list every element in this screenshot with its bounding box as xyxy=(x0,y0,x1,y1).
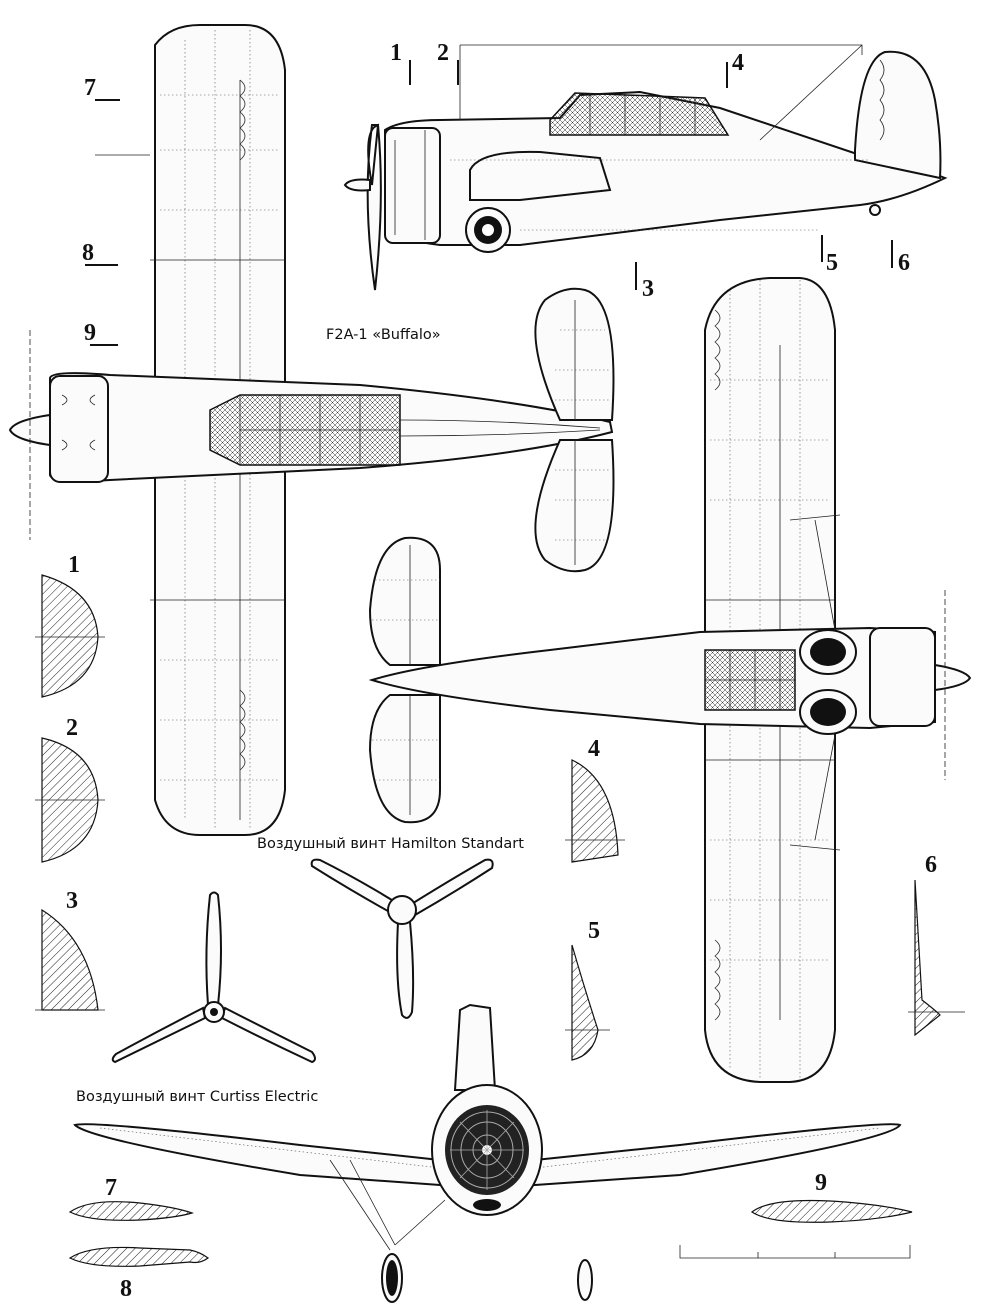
station-label-4: 4 xyxy=(732,50,744,76)
section-9 xyxy=(750,1199,913,1223)
section-4 xyxy=(571,759,619,863)
section-label-1: 1 xyxy=(68,552,80,578)
station-label-9: 9 xyxy=(84,320,96,346)
section-5 xyxy=(571,944,599,1061)
caption-curtiss-propeller: Воздушный винт Curtiss Electric xyxy=(76,1089,318,1105)
station-label-7: 7 xyxy=(84,75,96,101)
propeller-hamilton-hub xyxy=(387,895,417,925)
caption-hamilton-propeller: Воздушный винт Hamilton Standart xyxy=(257,836,524,852)
station-label-8: 8 xyxy=(82,240,94,266)
side-view xyxy=(343,44,948,291)
section-labels: 1 2 3 4 5 6 7 8 9 xyxy=(66,552,937,1302)
section-label-7: 7 xyxy=(105,1175,117,1201)
drawing-title: F2A-1 «Buffalo» xyxy=(326,327,441,343)
propeller-hamilton xyxy=(310,858,494,1019)
side-view-propeller xyxy=(366,123,382,291)
section-label-8: 8 xyxy=(120,1276,132,1302)
propeller-curtiss xyxy=(111,891,316,1064)
top-view-stabilizer xyxy=(534,287,615,421)
sections xyxy=(35,574,965,1267)
station-label-3: 3 xyxy=(642,276,654,302)
side-view-fin xyxy=(854,50,942,180)
section-label-3: 3 xyxy=(66,888,78,914)
station-label-2: 2 xyxy=(437,40,449,66)
side-view-canopy xyxy=(549,92,730,136)
section-label-2: 2 xyxy=(66,715,78,741)
station-label-1: 1 xyxy=(390,40,402,66)
section-6 xyxy=(914,879,941,1037)
section-3 xyxy=(41,908,99,1011)
station-label-6: 6 xyxy=(898,250,910,276)
section-7 xyxy=(68,1201,194,1221)
station-label-5: 5 xyxy=(826,250,838,276)
front-view xyxy=(73,1003,902,1303)
bottom-view-stabilizer xyxy=(368,536,441,666)
top-view xyxy=(8,24,615,836)
front-view-wing xyxy=(73,1123,902,1186)
station-markers: 1 2 3 4 5 6 7 8 9 xyxy=(82,40,910,346)
section-1 xyxy=(41,574,99,698)
bottom-view xyxy=(368,277,972,1083)
section-label-9: 9 xyxy=(815,1170,827,1196)
section-label-6: 6 xyxy=(925,852,937,878)
section-label-4: 4 xyxy=(588,736,600,762)
section-label-5: 5 xyxy=(588,918,600,944)
section-8 xyxy=(68,1246,210,1267)
